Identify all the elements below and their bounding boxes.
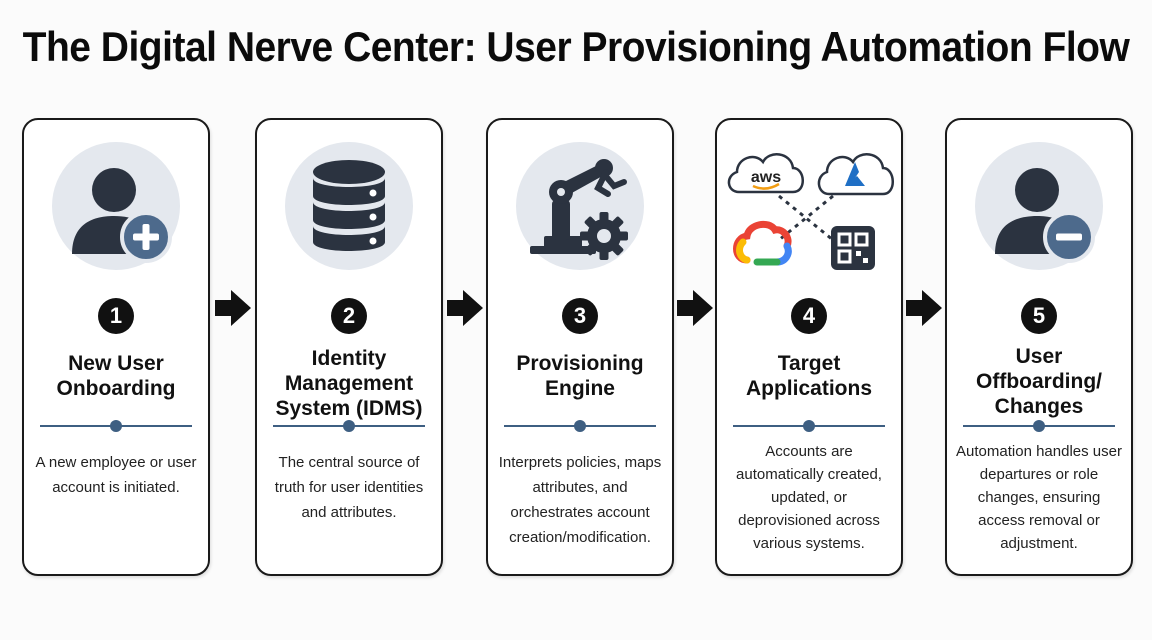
step-description: Interprets policies, maps attributes, an…: [498, 454, 662, 546]
flow-arrow: [906, 288, 942, 328]
step-card-5: 5 User Offboarding/ Changes Automation h…: [945, 118, 1133, 576]
heading-line: Offboarding/: [976, 370, 1102, 393]
step-heading: User Offboarding/ Changes: [953, 344, 1125, 419]
divider-dot: [110, 420, 122, 432]
heading-line: Management: [284, 372, 414, 395]
cloud-apps-icon: aws: [727, 153, 894, 270]
flow-arrow: [677, 288, 713, 328]
grid-app-icon: [831, 226, 875, 270]
database-icon: [285, 142, 413, 270]
divider-dot: [574, 420, 586, 432]
user-minus-icon: [975, 142, 1103, 270]
step-number-badge: 1: [98, 298, 134, 334]
page-title: The Digital Nerve Center: User Provision…: [22, 24, 1130, 71]
divider-dot: [343, 420, 355, 432]
step-description: The central source of truth for user ide…: [274, 454, 424, 521]
divider: [504, 420, 656, 432]
step-heading: Identity Management System (IDMS): [263, 346, 435, 421]
step-number-badge: 2: [331, 298, 367, 334]
step-card-4: aws 4 Target Applications Accounts are a…: [715, 118, 903, 576]
aws-cloud-icon: aws: [727, 153, 804, 194]
heading-line: Applications: [745, 377, 872, 400]
step-heading: Provisioning Engine: [494, 351, 666, 401]
heading-line: New User: [68, 352, 164, 375]
step-description: Automation handles user departures or ro…: [956, 443, 1122, 552]
heading-line: Target: [777, 352, 841, 375]
heading-line: Provisioning: [516, 352, 644, 375]
user-plus-icon: [52, 142, 180, 270]
divider: [963, 420, 1115, 432]
heading-line: System (IDMS): [275, 397, 423, 420]
robot-arm-gear-icon: [516, 142, 644, 270]
step-heading: Target Applications: [723, 351, 895, 401]
google-cloud-icon: [733, 220, 792, 266]
divider: [273, 420, 425, 432]
heading-line: Onboarding: [56, 377, 176, 400]
step-number-badge: 3: [562, 298, 598, 334]
step-description: A new employee or user account is initia…: [35, 454, 197, 496]
divider: [40, 420, 192, 432]
heading-line: User: [1015, 345, 1063, 368]
flow-arrow: [215, 288, 251, 328]
heading-line: Changes: [994, 395, 1084, 418]
heading-line: Identity: [311, 347, 387, 370]
divider-dot: [1033, 420, 1045, 432]
aws-label: aws: [751, 169, 781, 186]
step-card-1: 1 New User Onboarding A new employee or …: [22, 118, 210, 576]
step-heading: New User Onboarding: [30, 351, 202, 401]
step-card-3: 3 Provisioning Engine Interprets policie…: [486, 118, 674, 576]
heading-line: Engine: [544, 377, 615, 400]
step-description: Accounts are automatically created, upda…: [736, 443, 882, 552]
step-number-badge: 5: [1021, 298, 1057, 334]
flow-arrow: [447, 288, 483, 328]
azure-cloud-icon: [817, 153, 894, 196]
step-card-2: 2 Identity Management System (IDMS) The …: [255, 118, 443, 576]
divider-dot: [803, 420, 815, 432]
step-number-badge: 4: [791, 298, 827, 334]
divider: [733, 420, 885, 432]
